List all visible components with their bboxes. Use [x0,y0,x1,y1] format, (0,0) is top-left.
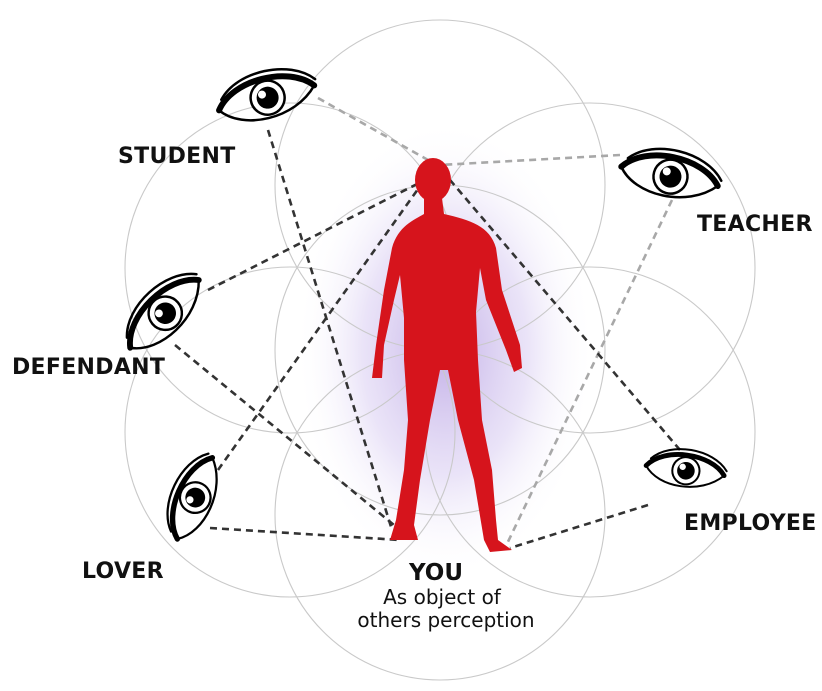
eye-icon-lover [153,447,233,546]
label-lover: LOVER [82,559,164,584]
eye-icon-defendant [111,262,216,360]
label-defendant: DEFENDANT [12,355,165,380]
label-you-subtitle-1: As object of [383,585,502,609]
eye-icon-employee [643,441,729,495]
eye-icon-teacher [617,137,726,210]
eye-icon-student [214,63,321,127]
label-teacher: TEACHER [697,212,813,237]
label-employee: EMPLOYEE [684,511,817,536]
label-you-subtitle-2: others perception [357,608,534,632]
label-you: YOU [408,560,463,586]
label-student: STUDENT [118,144,236,169]
